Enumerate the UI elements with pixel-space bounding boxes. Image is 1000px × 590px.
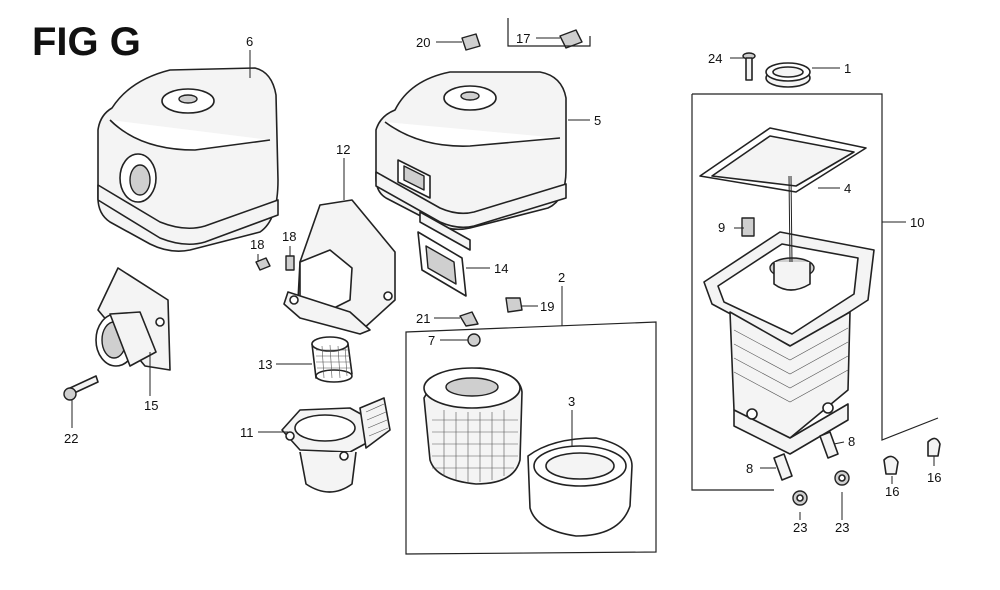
part-4-stud xyxy=(788,175,793,263)
label-8-left: 8 xyxy=(746,461,753,476)
part-19-nut xyxy=(505,297,523,313)
label-23-left: 23 xyxy=(793,520,807,535)
part-8-pin-right xyxy=(819,431,839,459)
figure-title: FIG G xyxy=(32,20,141,64)
label-23-right: 23 xyxy=(835,520,849,535)
part-4-gasket xyxy=(699,127,867,193)
label-16-left: 16 xyxy=(885,484,899,499)
part-18-bolt-right xyxy=(285,255,295,271)
label-4: 4 xyxy=(844,181,851,196)
label-18-right: 18 xyxy=(282,229,296,244)
label-24: 24 xyxy=(708,51,722,66)
label-1: 1 xyxy=(844,61,851,76)
leader-lines xyxy=(71,37,935,520)
part-10-group-box xyxy=(691,93,939,491)
label-22: 22 xyxy=(64,431,78,446)
label-5: 5 xyxy=(594,113,601,128)
label-10: 10 xyxy=(910,215,924,230)
label-20: 20 xyxy=(416,35,430,50)
part-24-bolt xyxy=(742,52,756,81)
part-20-clip xyxy=(461,33,481,51)
part-8-pin-left xyxy=(773,453,793,481)
part-2-group-box xyxy=(405,321,657,555)
part-11-case xyxy=(281,397,391,493)
label-14: 14 xyxy=(494,261,508,276)
label-17: 17 xyxy=(516,31,530,46)
part-17-bracket xyxy=(507,18,591,47)
part-9-grommet xyxy=(741,217,755,237)
part-1-collar xyxy=(765,62,811,88)
part-14-gasket xyxy=(417,231,467,297)
part-10-base xyxy=(703,231,875,455)
label-16-right: 16 xyxy=(927,470,941,485)
part-5-cover xyxy=(375,71,567,251)
part-7-nut xyxy=(467,333,481,347)
label-15: 15 xyxy=(144,398,158,413)
label-11: 11 xyxy=(240,425,254,440)
label-18-left: 18 xyxy=(250,237,264,252)
label-2: 2 xyxy=(558,270,565,285)
part-16-right xyxy=(927,437,941,457)
part-16-left xyxy=(883,455,899,475)
label-3: 3 xyxy=(568,394,575,409)
label-7: 7 xyxy=(428,333,435,348)
part-6-outer-cover xyxy=(97,67,279,252)
label-9: 9 xyxy=(718,220,725,235)
part-3-foam-element xyxy=(527,437,633,537)
part-18-bolt-left xyxy=(255,257,271,271)
part-2-filter-element xyxy=(423,367,523,485)
part-17-clip xyxy=(559,29,583,49)
part-12-intake-duct xyxy=(283,199,396,335)
label-6: 6 xyxy=(246,34,253,49)
label-19: 19 xyxy=(540,299,554,314)
label-13: 13 xyxy=(258,357,272,372)
part-13-screen xyxy=(311,336,353,383)
part-15-elbow xyxy=(95,267,171,371)
label-21: 21 xyxy=(416,311,430,326)
label-8-right: 8 xyxy=(848,434,855,449)
part-21-clip xyxy=(459,311,479,327)
label-12: 12 xyxy=(336,142,350,157)
